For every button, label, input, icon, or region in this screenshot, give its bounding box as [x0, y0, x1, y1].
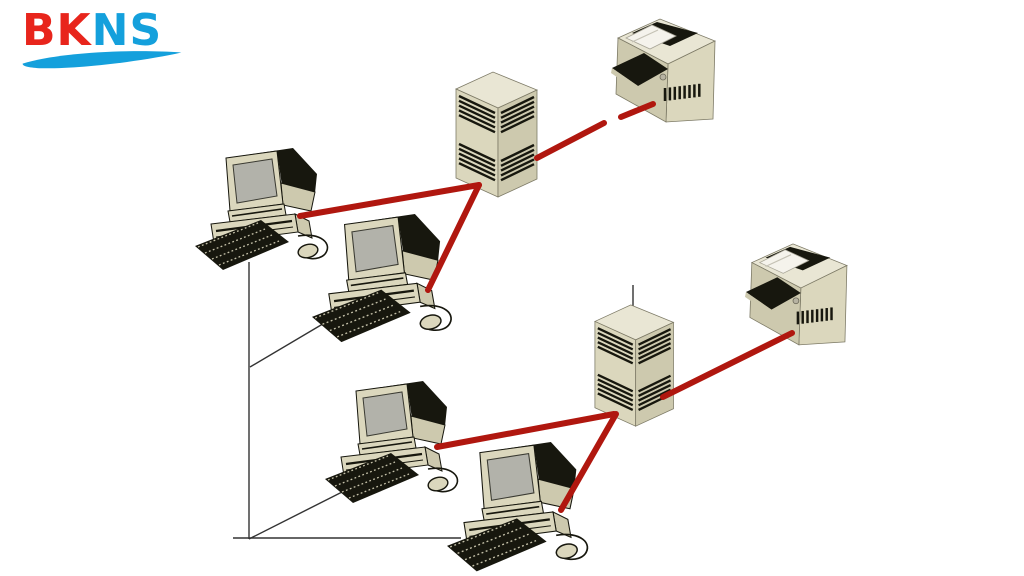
- device-nodes: [193, 17, 849, 573]
- printer-2: [743, 242, 849, 347]
- backbone-branch-bottom: [248, 487, 351, 540]
- cable-server2-printer2: [660, 330, 795, 400]
- logo-text-bk: BK: [22, 5, 92, 56]
- workstation-2: [310, 212, 453, 344]
- red-cables: [297, 101, 795, 513]
- bkns-logo: BKNS: [22, 5, 192, 71]
- cable-ws2-server1: [425, 182, 482, 293]
- cable-server1-printer1-b: [618, 101, 656, 120]
- server-1: [454, 70, 539, 199]
- workstation-1: [193, 146, 329, 272]
- cable-ws3-server2: [434, 411, 617, 450]
- logo-swoosh-path: [22, 51, 182, 69]
- workstation-3: [323, 379, 459, 505]
- cable-server1-printer1-a: [534, 120, 607, 161]
- logo-swoosh: [22, 51, 182, 69]
- printer-1: [609, 17, 717, 124]
- cable-ws4-server2: [558, 411, 619, 513]
- logo-text-ns: NS: [91, 5, 163, 56]
- server-2: [593, 303, 675, 428]
- cable-ws1-server1: [297, 182, 482, 219]
- logo-text: BKNS: [22, 5, 192, 56]
